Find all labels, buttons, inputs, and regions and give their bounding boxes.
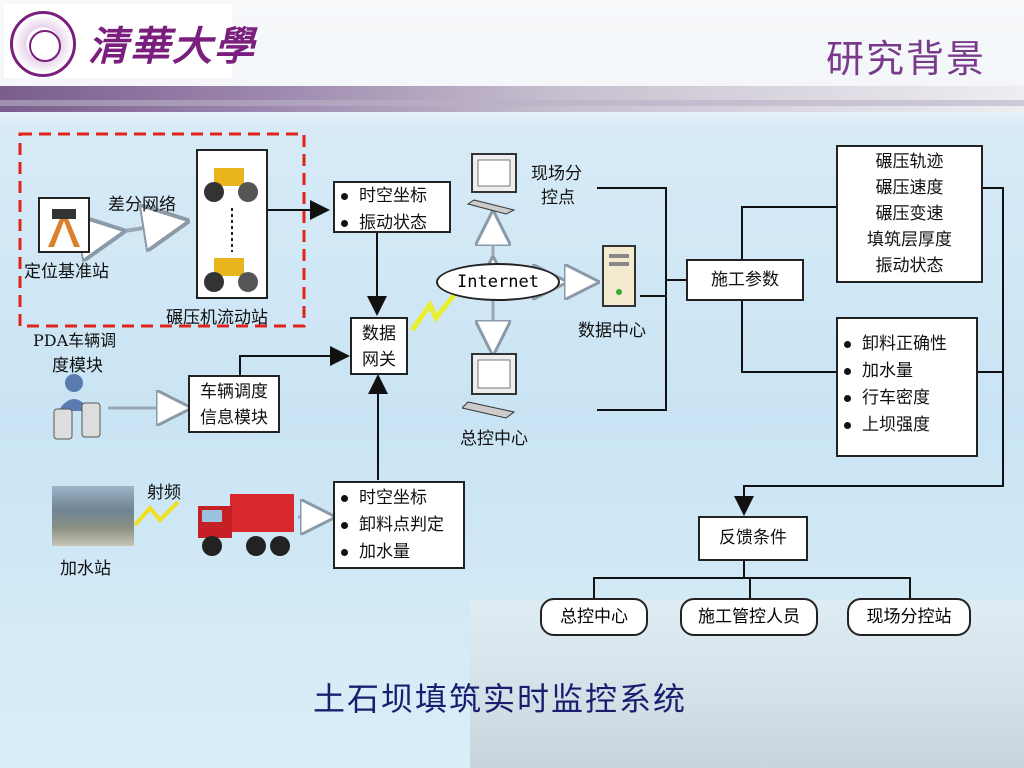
truck-param-item: 行车密度 [838, 385, 976, 412]
roller-param-item: 碾压变速 [875, 204, 944, 224]
site-point-line2: 控点 [541, 188, 575, 208]
header-bar [0, 86, 1024, 112]
system-title: 土石坝填筑实时监控系统 [313, 680, 688, 718]
base-station-icon [38, 197, 90, 253]
truck-info-item: 加水量 [335, 539, 463, 566]
truck-param-item: 加水量 [838, 358, 976, 385]
differential-network-label: 差分网络 [108, 195, 176, 215]
control-computer-icon [461, 352, 528, 426]
roller-param-item: 碾压速度 [875, 178, 944, 198]
base-station-label: 定位基准站 [24, 262, 109, 282]
dump-truck-icon [196, 488, 300, 564]
water-station-photo [52, 486, 134, 546]
gateway-line1: 数据 [362, 324, 396, 344]
internet-ellipse: Internet [436, 263, 560, 301]
roller-info-item: 时空坐标 [335, 183, 449, 210]
pda-label-line2: 度模块 [52, 356, 103, 376]
site-computer-icon [466, 152, 526, 220]
feedback-box: 反馈条件 [698, 516, 808, 561]
vehicle-dispatch-box: 车辆调度 信息模块 [188, 375, 280, 433]
truck-info-box: 时空坐标 卸料点判定 加水量 [333, 481, 465, 569]
control-center-label: 总控中心 [460, 429, 528, 449]
university-logo: 清華大學 [4, 4, 254, 78]
truck-info-item: 卸料点判定 [335, 512, 463, 539]
pda-user-icon [48, 373, 108, 447]
site-point-line1: 现场分 [531, 164, 582, 184]
roller-param-item: 碾压轨迹 [875, 152, 944, 172]
roller-icon-top [200, 164, 264, 208]
truck-param-item: 上坝强度 [838, 412, 976, 439]
logo-calligraphy: 清華大學 [88, 23, 256, 70]
dispatch-line1: 车辆调度 [200, 382, 268, 402]
radio-frequency-label: 射频 [147, 483, 181, 503]
feedback-label: 反馈条件 [719, 528, 787, 548]
roller-param-item: 填筑层厚度 [867, 230, 952, 250]
roller-info-box: 时空坐标 振动状态 [333, 181, 451, 233]
dispatch-line2: 信息模块 [200, 408, 268, 428]
roller-icon-bottom [200, 254, 264, 298]
water-station-label: 加水站 [60, 559, 111, 579]
university-seal-icon [10, 11, 76, 77]
header-bar-accent [0, 100, 1024, 106]
truck-param-item: 卸料正确性 [838, 331, 976, 358]
construction-params-box: 施工参数 [686, 259, 804, 301]
roller-rover-label: 碾压机流动站 [166, 308, 268, 328]
gateway-line2: 网关 [362, 350, 396, 370]
roller-params-box: 碾压轨迹 碾压速度 碾压变速 填筑层厚度 振动状态 [836, 145, 983, 283]
rover-group-frame [18, 132, 306, 328]
roller-info-item: 振动状态 [335, 210, 449, 237]
server-icon [599, 244, 641, 316]
pda-label-line1: PDA车辆调 [33, 331, 117, 350]
slide-title: 研究背景 [825, 37, 986, 81]
data-gateway-box: 数据 网关 [350, 317, 408, 375]
truck-info-item: 时空坐标 [335, 485, 463, 512]
recipient-site-station: 现场分控站 [847, 598, 971, 636]
internet-label: Internet [457, 272, 539, 292]
truck-params-box: 卸料正确性 加水量 行车密度 上坝强度 [836, 317, 978, 457]
recipient-control-center: 总控中心 [540, 598, 648, 636]
recipient-management-staff: 施工管控人员 [680, 598, 818, 636]
roller-param-item: 振动状态 [875, 256, 944, 276]
construction-params-label: 施工参数 [711, 270, 779, 290]
data-center-label: 数据中心 [578, 321, 646, 341]
